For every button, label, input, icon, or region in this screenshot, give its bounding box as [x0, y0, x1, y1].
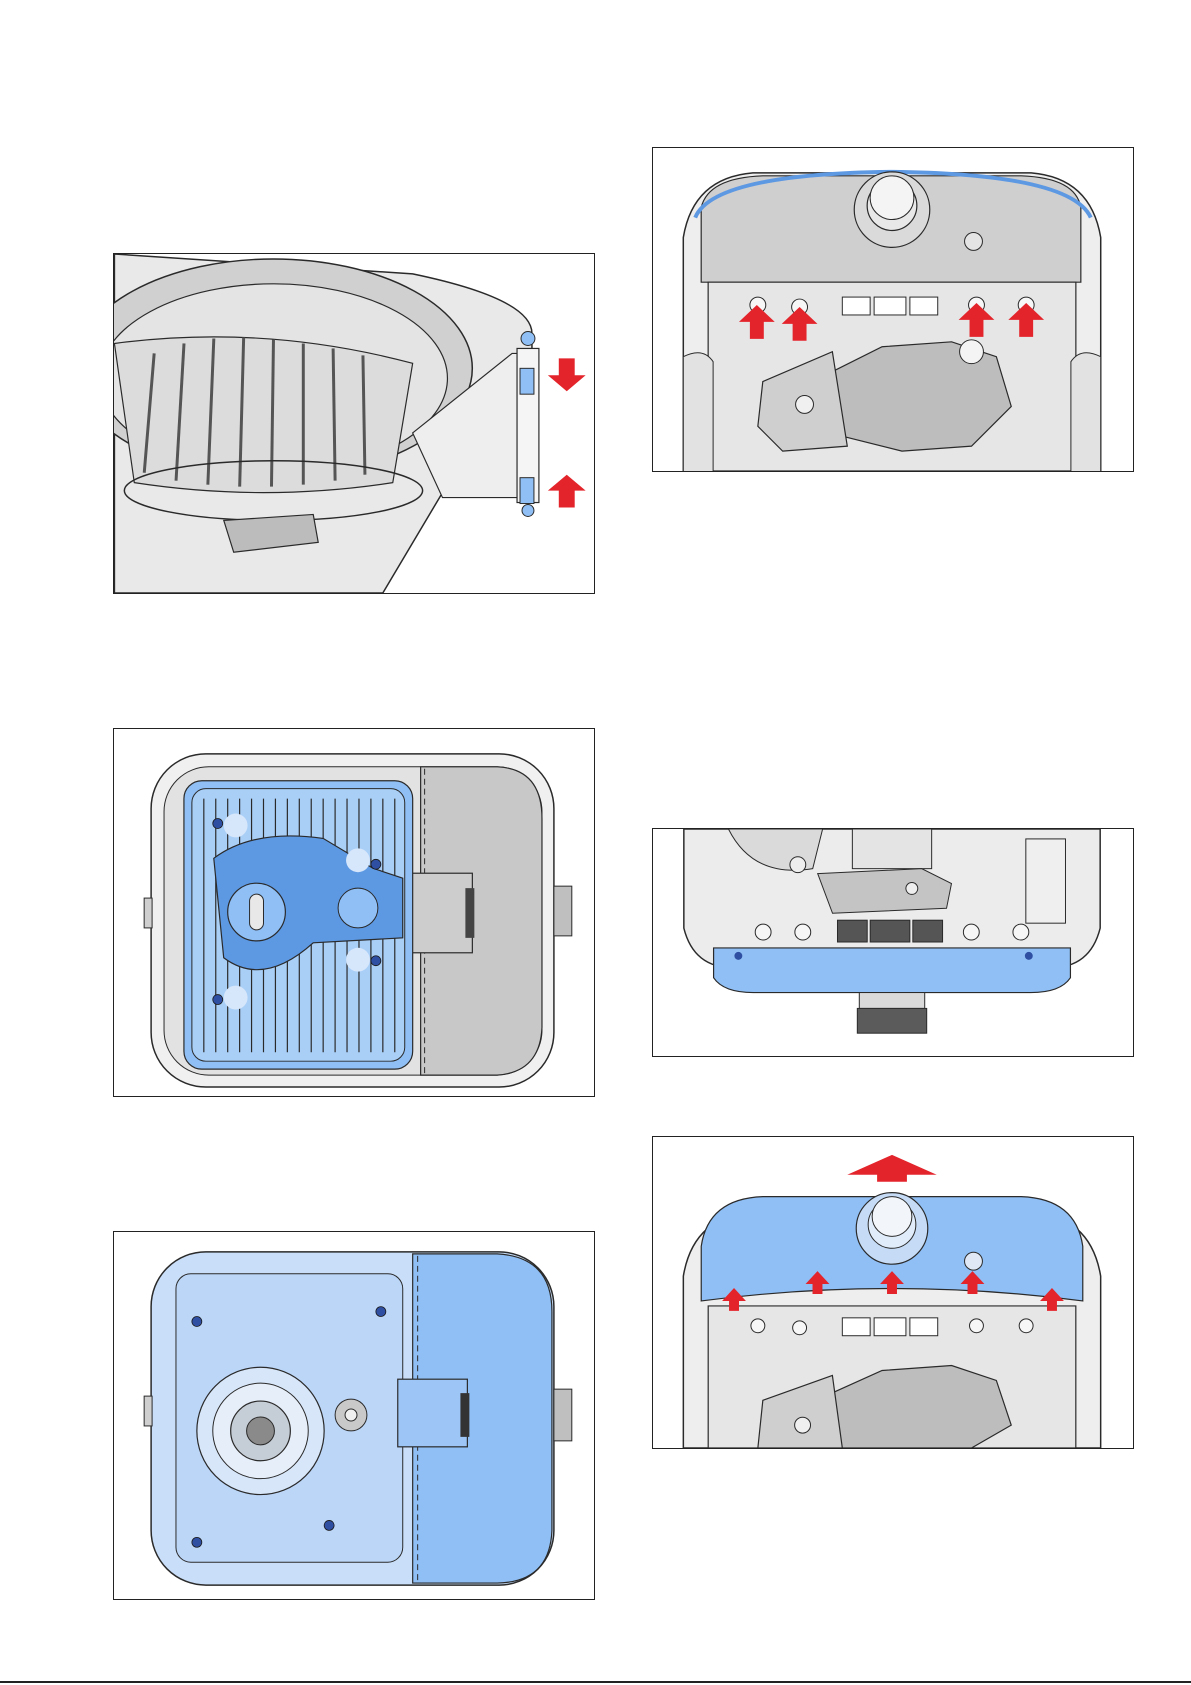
figure-heater-cover — [113, 728, 595, 1097]
figure-bottom-housing — [113, 1231, 595, 1600]
footer-rule — [0, 1681, 1191, 1683]
figure-front-clips — [652, 828, 1134, 1057]
figure-basket-hinge — [113, 253, 595, 594]
figure-lift-top-cover — [652, 1136, 1134, 1449]
figure-top-cover-screws — [652, 147, 1134, 472]
